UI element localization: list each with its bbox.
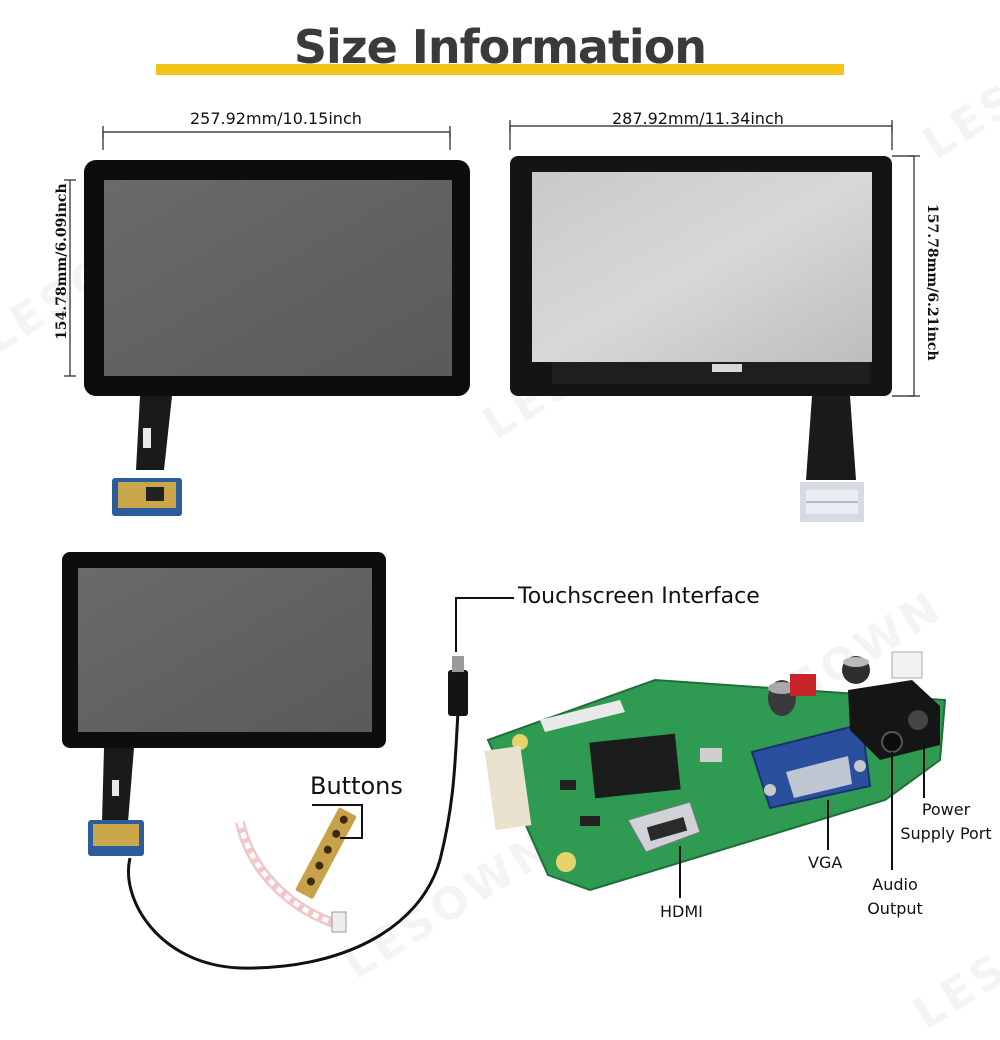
panel2-height-label: 157.78mm/6.21inch bbox=[924, 204, 940, 361]
usb-plug bbox=[448, 656, 468, 716]
power-supply-port-label: Power Supply Port bbox=[896, 798, 996, 846]
power-label-line1: Power bbox=[921, 800, 971, 819]
panel2-width-label: 287.92mm/11.34inch bbox=[612, 109, 784, 128]
page-title: Size Information bbox=[293, 20, 707, 74]
driver-board bbox=[484, 651, 947, 892]
power-label-line2: Supply Port bbox=[900, 824, 992, 843]
product-illustration bbox=[62, 120, 947, 970]
audio-output-label: Audio Output bbox=[860, 873, 930, 921]
buttons-pointer bbox=[312, 804, 363, 839]
hdmi-label: HDMI bbox=[660, 902, 703, 921]
dimension-lines-1 bbox=[64, 126, 451, 377]
panel1-width-label: 257.92mm/10.15inch bbox=[190, 109, 362, 128]
audio-label-line1: Audio bbox=[872, 875, 918, 894]
panel-front-top bbox=[84, 160, 470, 516]
panel-back-top bbox=[510, 156, 892, 522]
audio-label-line2: Output bbox=[867, 899, 923, 918]
usb-cable bbox=[127, 711, 460, 970]
port-pointers bbox=[679, 742, 925, 898]
touch-pointer bbox=[455, 597, 514, 652]
vga-label: VGA bbox=[808, 853, 843, 872]
panel-front-bottom bbox=[62, 552, 386, 856]
dimension-lines-2 bbox=[509, 120, 920, 397]
touchscreen-interface-label: Touchscreen Interface bbox=[518, 584, 760, 609]
panel1-height-label: 154.78mm/6.09inch bbox=[54, 183, 70, 340]
buttons-board bbox=[235, 807, 357, 933]
title-underline bbox=[156, 64, 844, 75]
buttons-label: Buttons bbox=[310, 772, 403, 800]
